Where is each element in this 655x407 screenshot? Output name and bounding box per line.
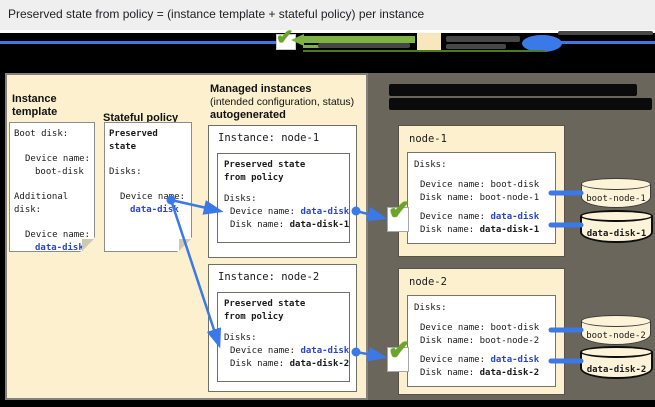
instance-title: Instance: node-1 bbox=[218, 132, 320, 144]
disks-label: Disks: bbox=[224, 333, 257, 343]
legend-redacted-bar bbox=[318, 43, 410, 48]
node-name: node-2 bbox=[409, 276, 447, 288]
vm-box-node-1: node-1 Disks: Device name: boot-disk Dis… bbox=[398, 125, 565, 257]
vm-box-node-2: node-2 Disks: Device name: boot-disk Dis… bbox=[398, 268, 565, 395]
preserved-state-label: Preserved state bbox=[224, 299, 306, 309]
cylinder-top bbox=[580, 346, 653, 358]
cylinder-top bbox=[580, 210, 653, 222]
preserved-state-box: Preserved state from policy Disks: Devic… bbox=[217, 153, 350, 243]
preserved-state-label2: from policy bbox=[224, 312, 284, 322]
preserved-state-label: Preserved state bbox=[224, 160, 306, 170]
mig-config-panel: Instance template Stateful policy Manage… bbox=[5, 73, 368, 400]
header-divider bbox=[0, 30, 655, 33]
preserved-state-label: Preserved bbox=[109, 129, 158, 139]
legend-redacted-bar bbox=[446, 36, 520, 42]
managed-instance-box-node-1: Instance: node-1 Preserved state from po… bbox=[208, 125, 357, 258]
device-name-label: Device name: bbox=[25, 154, 91, 164]
checkmark-icon: ✔ bbox=[388, 335, 411, 365]
disk-name-row: Disk name: data-disk-1 bbox=[230, 220, 350, 230]
boot-disk-label: Boot disk: bbox=[14, 129, 69, 139]
cylinder-label: data-disk-1 bbox=[586, 229, 647, 239]
legend-cream-swatch bbox=[417, 33, 441, 52]
data-device-value: data-disk bbox=[130, 205, 179, 215]
data-device-row: Device name: data-disk bbox=[420, 212, 540, 222]
legend-redacted-bar bbox=[446, 44, 506, 49]
device-name-label: Device name: bbox=[25, 230, 91, 240]
document-fold-flap bbox=[82, 239, 94, 251]
node-disks-box: Disks: Device name: boot-disk Disk name:… bbox=[407, 295, 556, 387]
bottom-bar bbox=[0, 400, 655, 407]
header-bar: Preserved state from policy = (instance … bbox=[0, 0, 655, 30]
boot-device-value: boot-disk bbox=[35, 167, 84, 177]
disk-cylinder-boot-node-1: boot-node-1 bbox=[581, 178, 651, 208]
stateful-policy-document: Preserved state Disks: Device name: data… bbox=[104, 122, 192, 252]
boot-device-row: Device name: boot-disk bbox=[420, 323, 540, 333]
instance-template-heading: Instance template bbox=[12, 93, 58, 118]
device-name-label: Device name: bbox=[120, 192, 186, 202]
legend-green-arrow-icon bbox=[291, 34, 304, 46]
instance-template-document: Boot disk: Device name: boot-disk Additi… bbox=[9, 122, 95, 253]
device-name-row: Device name: data-disk bbox=[230, 346, 350, 356]
node-disks-box: Disks: Device name: boot-disk Disk name:… bbox=[407, 152, 556, 244]
managed-instances-heading: Managed instances (intended configuratio… bbox=[210, 83, 365, 122]
disk-cylinder-data-disk-2: data-disk-2 bbox=[580, 346, 653, 379]
managed-instances-heading-line2: autogenerated bbox=[210, 109, 286, 121]
data-device-row: Device name: data-disk bbox=[420, 355, 540, 365]
instance-title: Instance: node-2 bbox=[218, 271, 320, 283]
page-title: Preserved state from policy = (instance … bbox=[8, 7, 425, 21]
redacted-heading-bar bbox=[389, 98, 652, 110]
node-name: node-1 bbox=[409, 133, 447, 145]
legend-blue-line-left bbox=[0, 41, 278, 44]
cylinder-label: boot-node-1 bbox=[586, 194, 646, 204]
disks-label: Disks: bbox=[224, 194, 257, 204]
preserved-state-box: Preserved state from policy Disks: Devic… bbox=[217, 292, 350, 382]
disks-label: Disks: bbox=[414, 303, 447, 313]
cylinder-label: data-disk-2 bbox=[586, 365, 647, 375]
preserved-state-label2: state bbox=[109, 142, 137, 152]
legend-redacted-bar bbox=[558, 31, 653, 35]
cylinder-top bbox=[581, 315, 651, 327]
boot-device-row: Device name: boot-disk bbox=[420, 180, 540, 190]
managed-instances-heading-line1: Managed instances bbox=[210, 83, 312, 95]
checkmark-icon: ✔ bbox=[276, 26, 294, 49]
managed-instances-subheading: (intended configuration, status) bbox=[210, 96, 355, 108]
data-disk-row: Disk name: data-disk-2 bbox=[420, 368, 540, 378]
disk-cylinder-data-disk-1: data-disk-1 bbox=[580, 210, 653, 243]
legend-darkgreen-line bbox=[303, 50, 545, 52]
cylinder-top bbox=[581, 178, 651, 190]
data-device-value: data-disk bbox=[35, 243, 84, 253]
managed-instance-box-node-2: Instance: node-2 Preserved state from po… bbox=[208, 264, 357, 392]
legend-blue-disk-icon bbox=[522, 35, 562, 52]
data-disk-row: Disk name: data-disk-1 bbox=[420, 225, 540, 235]
legend-blue-line-right bbox=[545, 41, 655, 44]
disks-label: Disks: bbox=[109, 167, 142, 177]
cylinder-label: boot-node-2 bbox=[586, 331, 646, 341]
node-2-checkbox: ✔ bbox=[387, 337, 411, 372]
stateful-policy-heading: Stateful policy bbox=[103, 112, 179, 124]
boot-disk-row: Disk name: boot-node-2 bbox=[420, 336, 540, 346]
disk-name-row: Disk name: data-disk-2 bbox=[230, 359, 350, 369]
device-name-row: Device name: data-disk bbox=[230, 207, 350, 217]
disk-cylinder-boot-node-2: boot-node-2 bbox=[581, 315, 651, 345]
legend-green-bar bbox=[303, 36, 415, 43]
preserved-state-label2: from policy bbox=[224, 173, 284, 183]
boot-disk-row: Disk name: boot-node-1 bbox=[420, 193, 540, 203]
document-fold-flap bbox=[179, 239, 191, 251]
additional-disk-label: Additional bbox=[14, 192, 69, 202]
disks-label: Disks: bbox=[414, 160, 447, 170]
redacted-heading-bar bbox=[389, 84, 637, 96]
additional-disk-label2: disk: bbox=[14, 205, 42, 215]
node-1-checkbox: ✔ bbox=[387, 197, 411, 232]
checkmark-icon: ✔ bbox=[388, 195, 411, 225]
